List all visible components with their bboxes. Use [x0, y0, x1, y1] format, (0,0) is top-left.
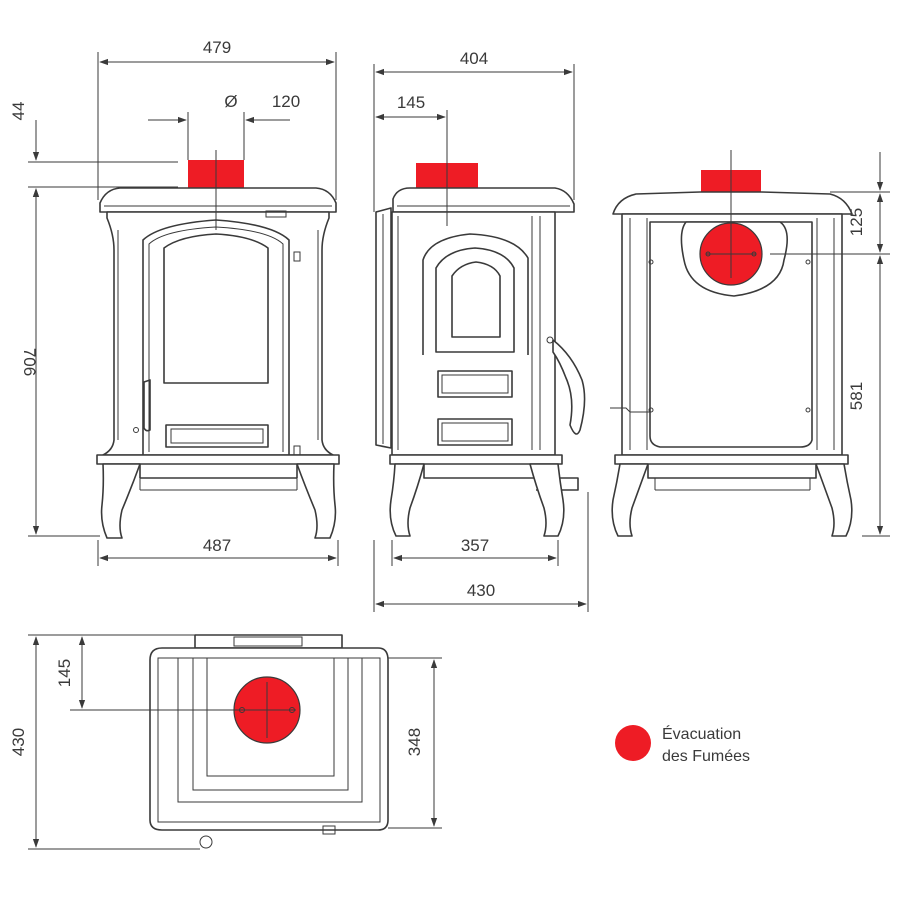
side-dimensions: 404 145 357 430: [373, 49, 589, 612]
top-view: [149, 634, 389, 849]
side-view: [375, 110, 586, 537]
dim-front-feet-width: 487: [203, 536, 231, 555]
dim-front-flue-height: 44: [9, 102, 28, 121]
dim-side-total-depth: 430: [467, 581, 495, 600]
dim-front-top-width: 479: [203, 38, 231, 57]
dim-side-top-depth: 404: [460, 49, 488, 68]
rear-view: [610, 150, 853, 537]
rear-dimensions: 125 581: [770, 152, 890, 537]
legend-line-2: des Fumées: [662, 748, 750, 765]
front-dimensions: 479 Ø 120 44 706 487: [9, 38, 339, 566]
top-dimensions: 430 145 348: [9, 634, 442, 850]
front-view: [96, 150, 340, 539]
dim-front-flue-diameter: 120: [272, 92, 300, 111]
dim-top-total-depth: 430: [9, 728, 28, 756]
dim-side-feet-depth: 357: [461, 536, 489, 555]
dim-rear-flue-offset: 125: [847, 208, 866, 236]
dim-side-flue-offset: 145: [397, 93, 425, 112]
dim-rear-outlet-height: 581: [847, 382, 866, 410]
dim-front-diameter-symbol: Ø: [224, 92, 237, 111]
legend: Évacuation des Fumées: [615, 724, 750, 765]
dim-top-flue-offset: 145: [55, 659, 74, 687]
legend-line-1: Évacuation: [662, 724, 741, 743]
dim-front-total-height: 706: [20, 348, 39, 376]
dim-top-inner-depth: 348: [405, 728, 424, 756]
legend-flue-dot: [615, 725, 651, 761]
